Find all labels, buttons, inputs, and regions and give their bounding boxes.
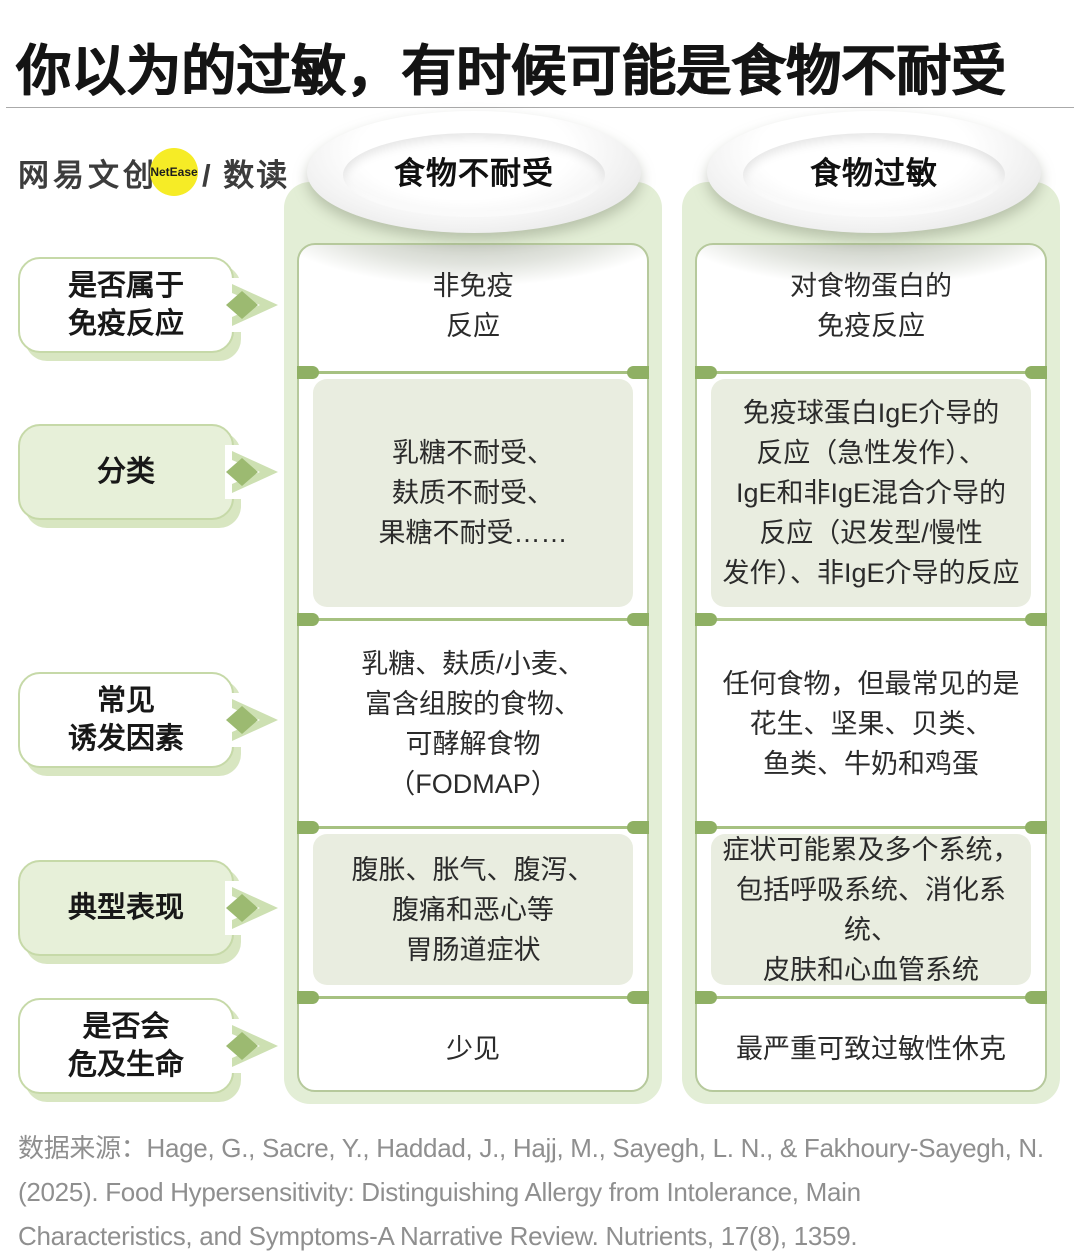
row-label-classification: 分类 [18, 424, 278, 520]
data-source-line: (2025). Food Hypersensitivity: Distingui… [18, 1177, 861, 1207]
row-divider [297, 821, 649, 834]
row-label-immune-reaction: 是否属于 免疫反应 [18, 257, 278, 353]
cell-text: 任何食物，但最常见的是 花生、坚果、贝类、 鱼类、牛奶和鸡蛋 [722, 668, 1020, 779]
row-label-text: 是否会 危及生命 [67, 1011, 184, 1081]
cell-text: 症状可能累及多个系统， 包括呼吸系统、消化系统、 皮肤和心血管系统 [722, 834, 1020, 985]
brand-logo-text: 网易文创 [18, 157, 158, 193]
plate-intolerance: 食物不耐受 [307, 111, 641, 233]
row-label-text: 常见 诱发因素 [67, 685, 184, 755]
plate-intolerance-label: 食物不耐受 [394, 155, 554, 191]
row-label-text: 是否属于 免疫反应 [67, 270, 184, 340]
row-divider [297, 613, 649, 626]
cell-intolerance-classification: 乳糖不耐受、 麸质不耐受、 果糖不耐受…… [313, 379, 633, 607]
arrow-right-icon [226, 1025, 278, 1067]
plate-allergy-label: 食物过敏 [810, 155, 938, 191]
cell-intolerance-triggers: 乳糖、麸质/小麦、 富含组胺的食物、 可酵解食物 （FODMAP） [299, 626, 647, 821]
column-allergy-card: 对食物蛋白的 免疫反应 免疫球蛋白IgE介导的 反应（急性发作）、 IgE和非I… [695, 243, 1047, 1092]
column-allergy: 对食物蛋白的 免疫反应 免疫球蛋白IgE介导的 反应（急性发作）、 IgE和非I… [682, 182, 1060, 1104]
cell-allergy-immune: 对食物蛋白的 免疫反应 [697, 245, 1045, 366]
plate-shadow [697, 245, 1045, 293]
cell-text: 最严重可致过敏性休克 [736, 1034, 1006, 1064]
cell-text: 免疫球蛋白IgE介导的 反应（急性发作）、 IgE和非IgE混合介导的 反应（迟… [722, 398, 1020, 588]
cell-allergy-classification: 免疫球蛋白IgE介导的 反应（急性发作）、 IgE和非IgE混合介导的 反应（迟… [711, 379, 1031, 607]
column-intolerance: 非免疫 反应 乳糖不耐受、 麸质不耐受、 果糖不耐受…… 乳糖、麸质/小麦、 富… [284, 182, 662, 1104]
cell-allergy-lifethreat: 最严重可致过敏性休克 [697, 1004, 1045, 1094]
cell-intolerance-lifethreat: 少见 [299, 1004, 647, 1094]
row-label-common-triggers: 常见 诱发因素 [18, 672, 278, 768]
row-label-typical-symptoms: 典型表现 [18, 860, 278, 956]
row-divider [695, 366, 1047, 379]
cell-text: 少见 [446, 1034, 500, 1064]
cell-allergy-triggers: 任何食物，但最常见的是 花生、坚果、贝类、 鱼类、牛奶和鸡蛋 [697, 626, 1045, 821]
title-divider-line [6, 107, 1074, 108]
row-label-text: 分类 [96, 456, 155, 488]
cell-intolerance-immune: 非免疫 反应 [299, 245, 647, 366]
row-divider [695, 821, 1047, 834]
cell-text: 乳糖、麸质/小麦、 富含组胺的食物、 可酵解食物 （FODMAP） [361, 648, 585, 799]
netease-badge-icon: NetEase [150, 148, 198, 196]
arrow-right-icon [226, 451, 278, 493]
row-label-text: 典型表现 [67, 892, 184, 924]
data-source-line: Characteristics, and Symptoms-A Narrativ… [18, 1221, 858, 1251]
row-divider [297, 991, 649, 1004]
data-source-line: 数据来源：Hage, G., Sacre, Y., Haddad, J., Ha… [18, 1133, 1044, 1163]
cell-intolerance-symptoms: 腹胀、胀气、腹泻、 腹痛和恶心等 胃肠道症状 [313, 834, 633, 985]
cell-text: 腹胀、胀气、腹泻、 腹痛和恶心等 胃肠道症状 [351, 854, 595, 965]
cell-text: 非免疫 反应 [432, 270, 514, 341]
plate-shadow [299, 245, 647, 293]
brand-product-text: / 数读 [202, 157, 290, 193]
arrow-right-icon [226, 284, 278, 326]
cell-text: 乳糖不耐受、 麸质不耐受、 果糖不耐受…… [378, 438, 568, 548]
data-source: 数据来源：Hage, G., Sacre, Y., Haddad, J., Ha… [18, 1126, 1068, 1258]
plate-allergy: 食物过敏 [707, 111, 1041, 233]
row-divider [695, 613, 1047, 626]
cell-allergy-symptoms: 症状可能累及多个系统， 包括呼吸系统、消化系统、 皮肤和心血管系统 [711, 834, 1031, 985]
column-intolerance-card: 非免疫 反应 乳糖不耐受、 麸质不耐受、 果糖不耐受…… 乳糖、麸质/小麦、 富… [297, 243, 649, 1092]
row-label-life-threatening: 是否会 危及生命 [18, 998, 278, 1094]
row-divider [695, 991, 1047, 1004]
brand-logo: 网易文创 NetEase / 数读 [18, 146, 289, 198]
arrow-right-icon [226, 699, 278, 741]
arrow-right-icon [226, 887, 278, 929]
cell-text: 对食物蛋白的 免疫反应 [790, 270, 952, 341]
page-title: 你以为的过敏，有时候可能是食物不耐受 [16, 40, 1007, 102]
row-divider [297, 366, 649, 379]
